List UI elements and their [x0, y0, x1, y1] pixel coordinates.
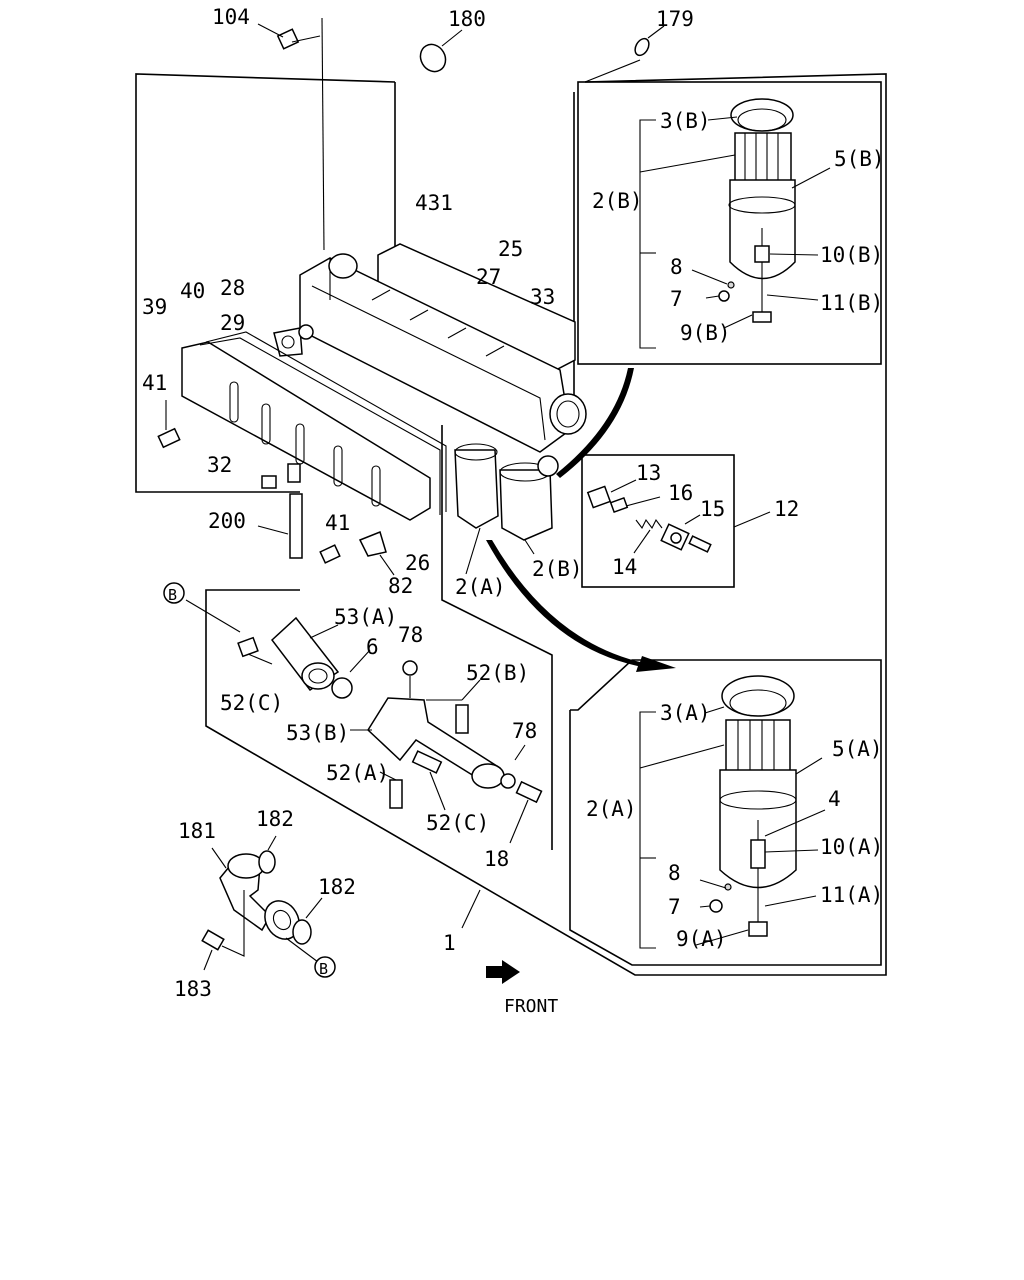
inset-a-label-3a: 3(A)	[660, 701, 711, 725]
inset-b-label-11b: 11(B)	[820, 291, 883, 315]
label-2a: 2(A)	[455, 575, 506, 599]
label-183: 183	[174, 977, 212, 1001]
label-200: 200	[208, 509, 246, 533]
inset-b-label-7: 7	[670, 287, 683, 311]
inset-a-label-2a: 2(A)	[586, 797, 637, 821]
marker-b-bottom	[314, 956, 336, 978]
inset-a-label-9a: 9(A)	[676, 927, 727, 951]
label-52a: 52(A)	[326, 761, 389, 785]
label-82: 82	[388, 574, 413, 598]
front-arrow-icon	[486, 960, 520, 984]
label-41-top: 41	[142, 371, 167, 395]
inset-b-label-2b: 2(B)	[592, 189, 643, 213]
inset-b-label-5b: 5(B)	[834, 147, 885, 171]
marker-b-top-letter: B	[168, 586, 177, 604]
label-2b: 2(B)	[532, 557, 583, 581]
label-25: 25	[498, 237, 523, 261]
label-14: 14	[612, 555, 637, 579]
label-40: 40	[180, 279, 205, 303]
label-33: 33	[530, 285, 555, 309]
label-104: 104	[212, 5, 250, 29]
label-6: 6	[366, 635, 379, 659]
inset-a-label-8: 8	[668, 861, 681, 885]
label-1: 1	[443, 931, 456, 955]
label-53a: 53(A)	[334, 605, 397, 629]
inset-a-label-7: 7	[668, 895, 681, 919]
label-16: 16	[668, 481, 693, 505]
label-179: 179	[656, 7, 694, 31]
label-29: 29	[220, 311, 245, 335]
top-parts	[257, 17, 665, 251]
label-18: 18	[484, 847, 509, 871]
label-13: 13	[636, 461, 661, 485]
label-182-bottom: 182	[318, 875, 356, 899]
label-52c-left: 52(C)	[220, 691, 283, 715]
marker-b-top	[163, 582, 185, 604]
filter-housings	[454, 443, 559, 575]
pipe-181-group	[201, 835, 481, 971]
manifold-assembly	[157, 243, 587, 576]
inset-a-label-4: 4	[828, 787, 841, 811]
front-label: FRONT	[504, 996, 558, 1017]
label-26: 26	[405, 551, 430, 575]
label-41-bottom: 41	[325, 511, 350, 535]
marker-b-bottom-letter: B	[319, 960, 328, 978]
label-15: 15	[700, 497, 725, 521]
label-12: 12	[774, 497, 799, 521]
valve-kit-box	[581, 454, 771, 588]
label-431: 431	[415, 191, 453, 215]
inset-b-label-3b: 3(B)	[660, 109, 711, 133]
label-53b: 53(B)	[286, 721, 349, 745]
label-27: 27	[476, 265, 501, 289]
label-52c-bottom: 52(C)	[426, 811, 489, 835]
inset-a-label-11a: 11(A)	[820, 883, 883, 907]
inset-b-label-9b: 9(B)	[680, 321, 731, 345]
label-28: 28	[220, 276, 245, 300]
label-180: 180	[448, 7, 486, 31]
label-182-top: 182	[256, 807, 294, 831]
label-32: 32	[207, 453, 232, 477]
label-78-right: 78	[512, 719, 537, 743]
reference-arrows	[486, 368, 676, 672]
filter-a-inset	[569, 659, 882, 966]
water-pipes	[185, 599, 543, 844]
filter-b-inset	[577, 81, 882, 365]
label-78-top: 78	[398, 623, 423, 647]
label-52b: 52(B)	[466, 661, 529, 685]
label-181: 181	[178, 819, 216, 843]
label-39: 39	[142, 295, 167, 319]
inset-b-label-10b: 10(B)	[820, 243, 883, 267]
labels: 104 180 179 431 25 27 33 39 40 28 29 41 …	[142, 5, 885, 1017]
inset-a-label-5a: 5(A)	[832, 737, 883, 761]
inset-a-label-10a: 10(A)	[820, 835, 883, 859]
inset-b-label-8: 8	[670, 255, 683, 279]
